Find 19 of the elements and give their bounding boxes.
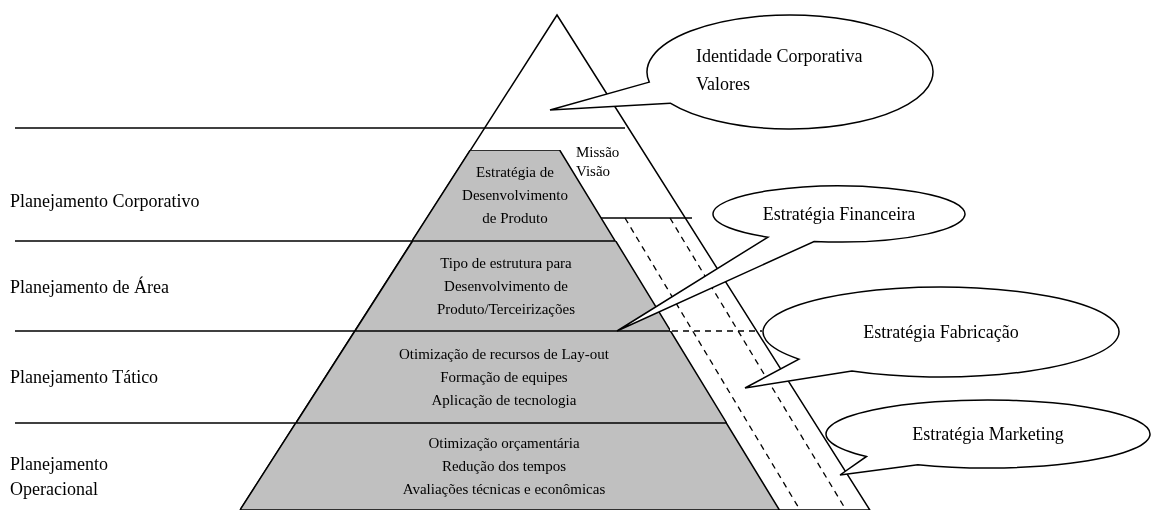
level-text: Otimização de recursos de Lay-out <box>399 344 609 364</box>
level-text: Formação de equipes <box>440 367 568 387</box>
callout-text: Estratégia Financeira <box>762 203 916 226</box>
level-label: Planejamento Operacional <box>10 453 109 501</box>
level-label: Missão <box>576 143 621 162</box>
level-text: Aplicação de tecnologia <box>431 390 577 410</box>
callout-text: Valores <box>696 73 751 96</box>
callout-text: Estratégia Fabricação <box>863 321 1019 344</box>
level-label: Planejamento Tático <box>10 366 160 389</box>
level-text: Estratégia de Desenvolvimento de Produto <box>461 163 569 228</box>
level-label: Visão <box>576 162 612 181</box>
level-label: Planejamento de Área <box>10 275 170 299</box>
level-label: Planejamento Corporativo <box>10 190 201 213</box>
callout-text: Estratégia Marketing <box>912 423 1064 446</box>
level-text: Avaliações técnicas e econômicas <box>402 480 606 499</box>
level-text: Otimização orçamentária <box>428 434 580 453</box>
level-text: Tipo de estrutura para Desenvolvimento de Produto/Terceirizações <box>435 253 576 319</box>
level-text: Redução dos tempos <box>441 457 567 476</box>
callout-text: Identidade Corporativa <box>696 45 863 68</box>
